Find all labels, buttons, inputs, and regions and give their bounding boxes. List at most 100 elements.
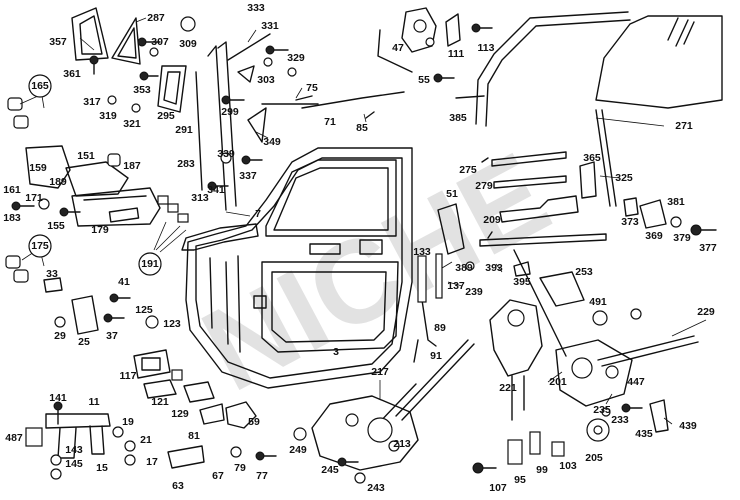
part-label: 331 [261, 20, 279, 32]
corner-trim-303 [237, 65, 255, 83]
part-label: 79 [234, 462, 246, 474]
window-run-channel [475, 11, 631, 207]
rear-channel-clip-51 [437, 203, 465, 255]
lock-lever-81 [199, 403, 225, 425]
hinge-plate-155 [108, 207, 140, 223]
inside-door-handle [133, 349, 171, 379]
part-label: 201 [549, 376, 567, 388]
vent-glass-corner [157, 65, 187, 113]
grommets-and-bushings [38, 16, 682, 484]
part-label: 191 [141, 258, 159, 270]
part-label: 95 [514, 474, 526, 486]
part-label: 63 [172, 480, 184, 492]
part-label: 33 [46, 268, 58, 280]
door-hinge-upper [25, 145, 129, 197]
door-shell [185, 147, 413, 389]
clip-99 [529, 431, 541, 455]
clip-373 [623, 197, 639, 217]
window-motor-unit [489, 299, 543, 421]
part-label: 357 [49, 36, 67, 48]
clip-95 [507, 439, 523, 465]
part-label: 435 [635, 428, 653, 440]
part-label: 71 [324, 116, 336, 128]
part-label: 179 [91, 224, 109, 236]
part-label: 491 [589, 296, 607, 308]
part-label: 47 [392, 42, 404, 54]
part-label: 271 [675, 120, 693, 132]
part-label: 447 [627, 376, 645, 388]
latch-bolt-89 [421, 299, 437, 347]
part-label: 235 [593, 404, 611, 416]
part-label: 19 [122, 416, 134, 428]
bracket-395 [513, 261, 531, 277]
part-label: 3 [333, 346, 339, 358]
callout-circle [28, 74, 52, 98]
part-label: 99 [536, 464, 548, 476]
part-label: 243 [367, 482, 385, 494]
window-regulator-right [513, 249, 699, 407]
part-label: 325 [615, 172, 633, 184]
part-label: 233 [611, 414, 629, 426]
part-label: 313 [191, 192, 209, 204]
part-label: 283 [177, 158, 195, 170]
vent-window-frame [71, 7, 141, 65]
door-hinge-lower [71, 187, 161, 227]
corner-trim-349 [247, 107, 267, 143]
part-label: 213 [393, 438, 411, 450]
window-guide-rails [479, 151, 607, 247]
clips-and-pads [5, 95, 493, 381]
callout-circle [28, 234, 52, 258]
part-label: 91 [430, 350, 442, 362]
callout-circle [138, 252, 162, 276]
part-label: 159 [29, 162, 47, 174]
part-label: 165 [31, 80, 49, 92]
door-window-glass [595, 15, 723, 109]
lock-bracket-111 [445, 13, 461, 47]
part-label: 365 [583, 152, 601, 164]
lock-rods [261, 29, 485, 109]
part-label: 245 [321, 464, 339, 476]
lock-cylinder-25 [71, 295, 99, 335]
part-label: 321 [123, 118, 141, 130]
part-label: 85 [356, 122, 368, 134]
leader-lines [19, 17, 707, 425]
part-label: 11 [88, 396, 99, 408]
part-label: 21 [140, 434, 152, 446]
remote-rod-63 [167, 445, 205, 469]
part-label: 329 [287, 52, 305, 64]
part-label: 341 [207, 184, 225, 196]
door-inner-panel [181, 223, 259, 251]
part-label: 7 [255, 208, 261, 220]
part-label: 287 [147, 12, 165, 24]
part-label: 103 [559, 460, 577, 472]
part-label: 307 [151, 36, 169, 48]
part-label: 349 [263, 136, 281, 148]
part-label: 275 [459, 164, 477, 176]
part-label: 67 [212, 470, 224, 482]
part-label: 279 [475, 180, 493, 192]
part-label: 439 [679, 420, 697, 432]
part-label: 17 [146, 456, 158, 468]
part-label: 183 [3, 212, 21, 224]
part-label: 133 [413, 246, 431, 258]
part-label: 121 [151, 396, 169, 408]
door-check-strap [45, 413, 111, 459]
part-label: 319 [99, 110, 117, 122]
part-label: 107 [489, 482, 507, 494]
part-label: 369 [645, 230, 663, 242]
part-label: 333 [247, 2, 265, 14]
part-label: 389 [455, 262, 473, 274]
part-label: 15 [96, 462, 108, 474]
part-label: 253 [575, 266, 593, 278]
part-label: 353 [133, 84, 151, 96]
lock-lever-59 [225, 401, 257, 429]
part-label: 89 [434, 322, 446, 334]
part-label: 299 [221, 106, 239, 118]
bracket-365 [579, 161, 597, 199]
part-label: 81 [188, 430, 200, 442]
part-label: 51 [446, 188, 458, 200]
part-label: 373 [621, 216, 639, 228]
part-label: 55 [418, 74, 430, 86]
handle-bezel-129 [183, 381, 215, 403]
